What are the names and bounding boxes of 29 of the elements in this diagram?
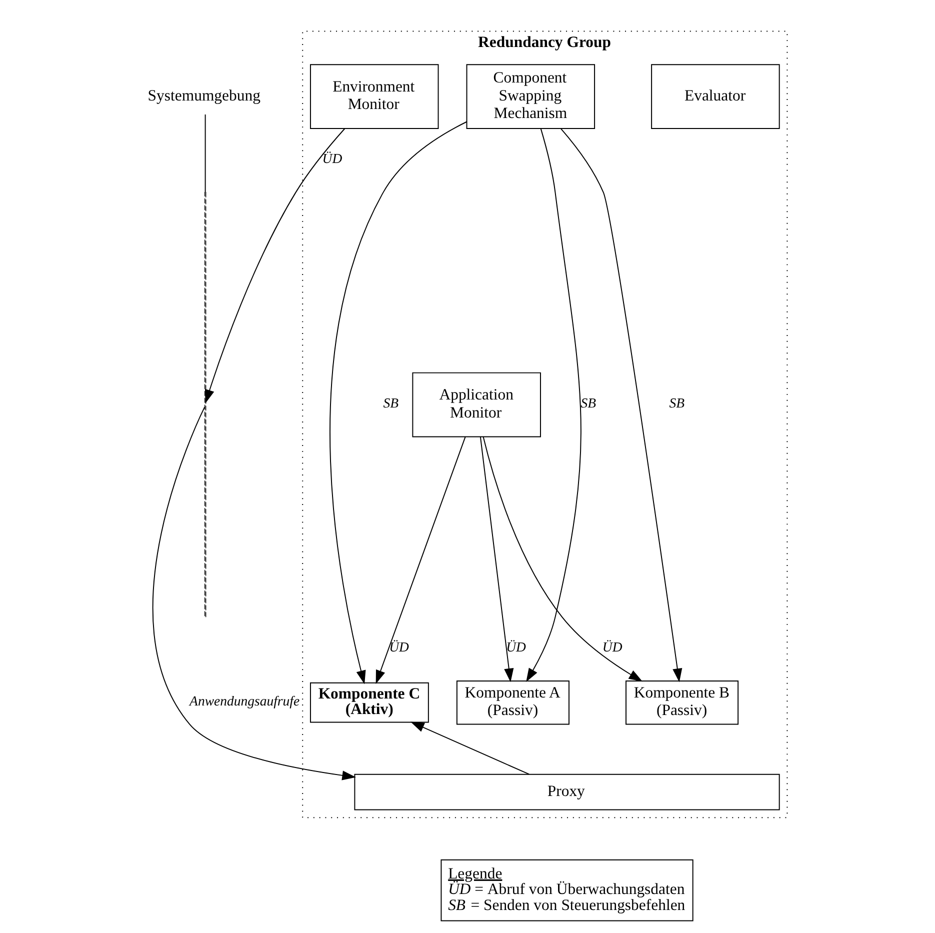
arrow: [330, 121, 468, 684]
node-box: Application Monitor: [412, 372, 541, 438]
arrow: [204, 128, 346, 404]
edge-label: Anwendungsaufrufe: [190, 693, 300, 708]
node-box: Component Swapping Mechanism: [466, 64, 596, 130]
edge-label: ÜD: [602, 640, 622, 655]
node-box: Komponente C (Aktiv): [310, 682, 429, 723]
node-box: Environment Monitor: [310, 64, 439, 130]
node-box: Evaluator: [651, 64, 780, 130]
arrow: [560, 128, 682, 682]
arrow: [152, 406, 356, 780]
edge-label: SB: [669, 395, 685, 410]
node-box: Komponente A (Passiv): [456, 680, 570, 725]
arrow: [480, 436, 514, 682]
edge-label: ÜD: [506, 640, 526, 655]
node-text: Systemumgebung: [148, 87, 260, 104]
arrow: [482, 436, 643, 682]
node-line: [204, 192, 206, 618]
node-box: Legende ÜD = Abruf von Überwachungsdaten SB = Senden von Steuerungsbefehlen: [440, 859, 694, 922]
node-box: Komponente B (Passiv): [626, 680, 739, 725]
edge-label: SB: [383, 395, 398, 410]
arrow: [410, 722, 530, 775]
edge-label: SB: [580, 395, 596, 410]
connector: [204, 114, 206, 193]
edge-label: ÜD: [389, 640, 409, 655]
edge-label: ÜD: [322, 151, 342, 166]
node-box: Proxy: [354, 774, 780, 810]
arrow: [526, 128, 582, 682]
arrow: [376, 436, 466, 684]
